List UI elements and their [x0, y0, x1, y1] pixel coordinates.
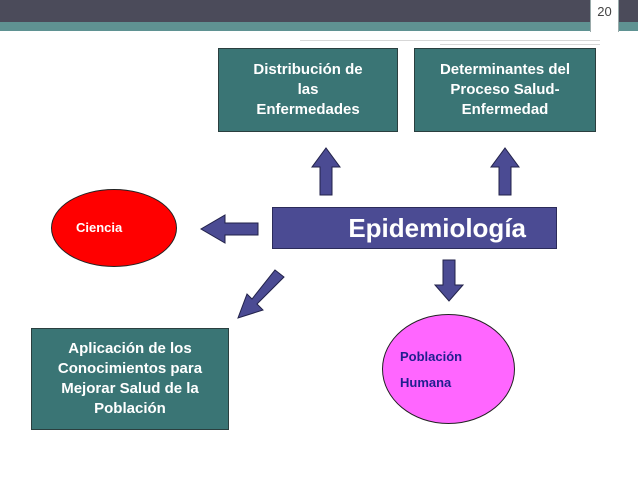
arrow-left-ciencia — [200, 214, 259, 244]
node-aplicacion: Aplicación de los Conocimientos para Mej… — [31, 328, 229, 430]
arrow-diagonal-aplicacion — [237, 269, 285, 319]
node-poblacion-line1: Población — [400, 349, 463, 364]
arrow-up-determinantes — [490, 147, 520, 196]
arrow-up-distribucion — [311, 147, 341, 196]
node-poblacion: Población Humana — [382, 314, 515, 424]
header-bar — [0, 0, 638, 22]
arrow-down-poblacion — [433, 259, 465, 302]
node-determinantes-text: Determinantes del Proceso Salud- Enferme… — [439, 61, 571, 118]
node-poblacion-line2: Humana — [400, 375, 452, 390]
slide-number: 20 — [590, 0, 619, 32]
node-ciencia-label: Ciencia — [76, 220, 123, 235]
node-distribucion: Distribución de las Enfermedades — [218, 48, 398, 132]
header-stripe — [0, 22, 638, 31]
header-line — [300, 40, 600, 41]
node-aplicacion-text: Aplicación de los Conocimientos para Mej… — [57, 340, 203, 417]
header-line-2 — [440, 44, 600, 45]
node-determinantes: Determinantes del Proceso Salud- Enferme… — [414, 48, 596, 132]
node-epidemiologia: Epidemiología — [272, 207, 557, 249]
node-distribucion-text: Distribución de las Enfermedades — [253, 61, 363, 118]
node-ciencia: Ciencia — [51, 189, 177, 267]
